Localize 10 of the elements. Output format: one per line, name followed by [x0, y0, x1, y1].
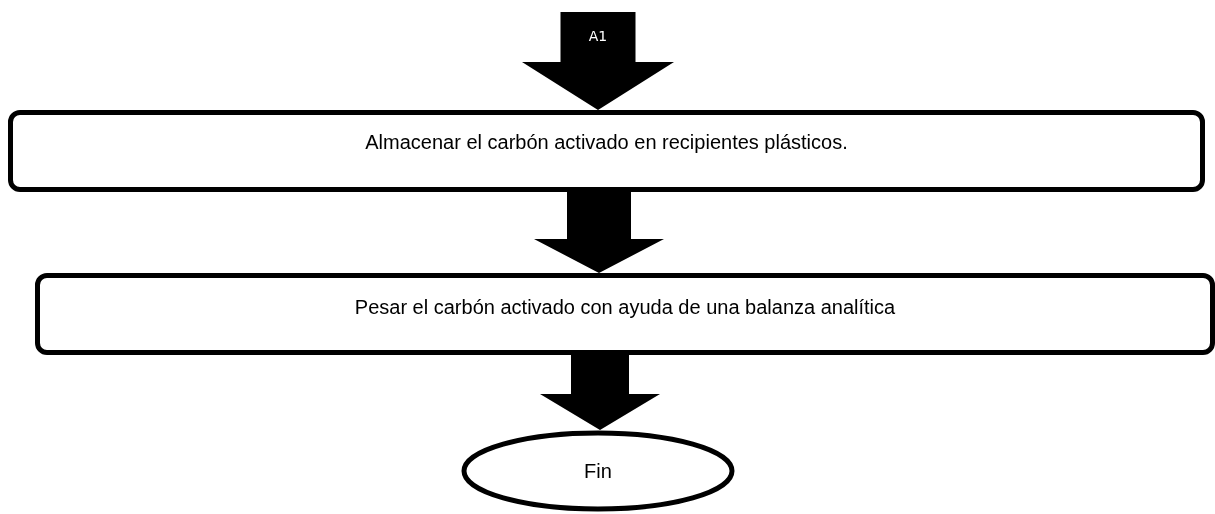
process-box: [8, 110, 1205, 192]
block-arrow: [540, 355, 660, 430]
terminal-ellipse: [461, 430, 735, 512]
edge-label: A1: [588, 28, 608, 44]
node-text: Fin: [584, 459, 612, 483]
block-arrow: [534, 192, 664, 273]
process-box: [35, 273, 1215, 355]
node-text: Pesar el carbón activado con ayuda de una balanza analítica: [354, 295, 896, 320]
node-text: Almacenar el carbón activado en recipientes plásticos.: [365, 130, 848, 155]
block-arrow: [522, 12, 674, 110]
